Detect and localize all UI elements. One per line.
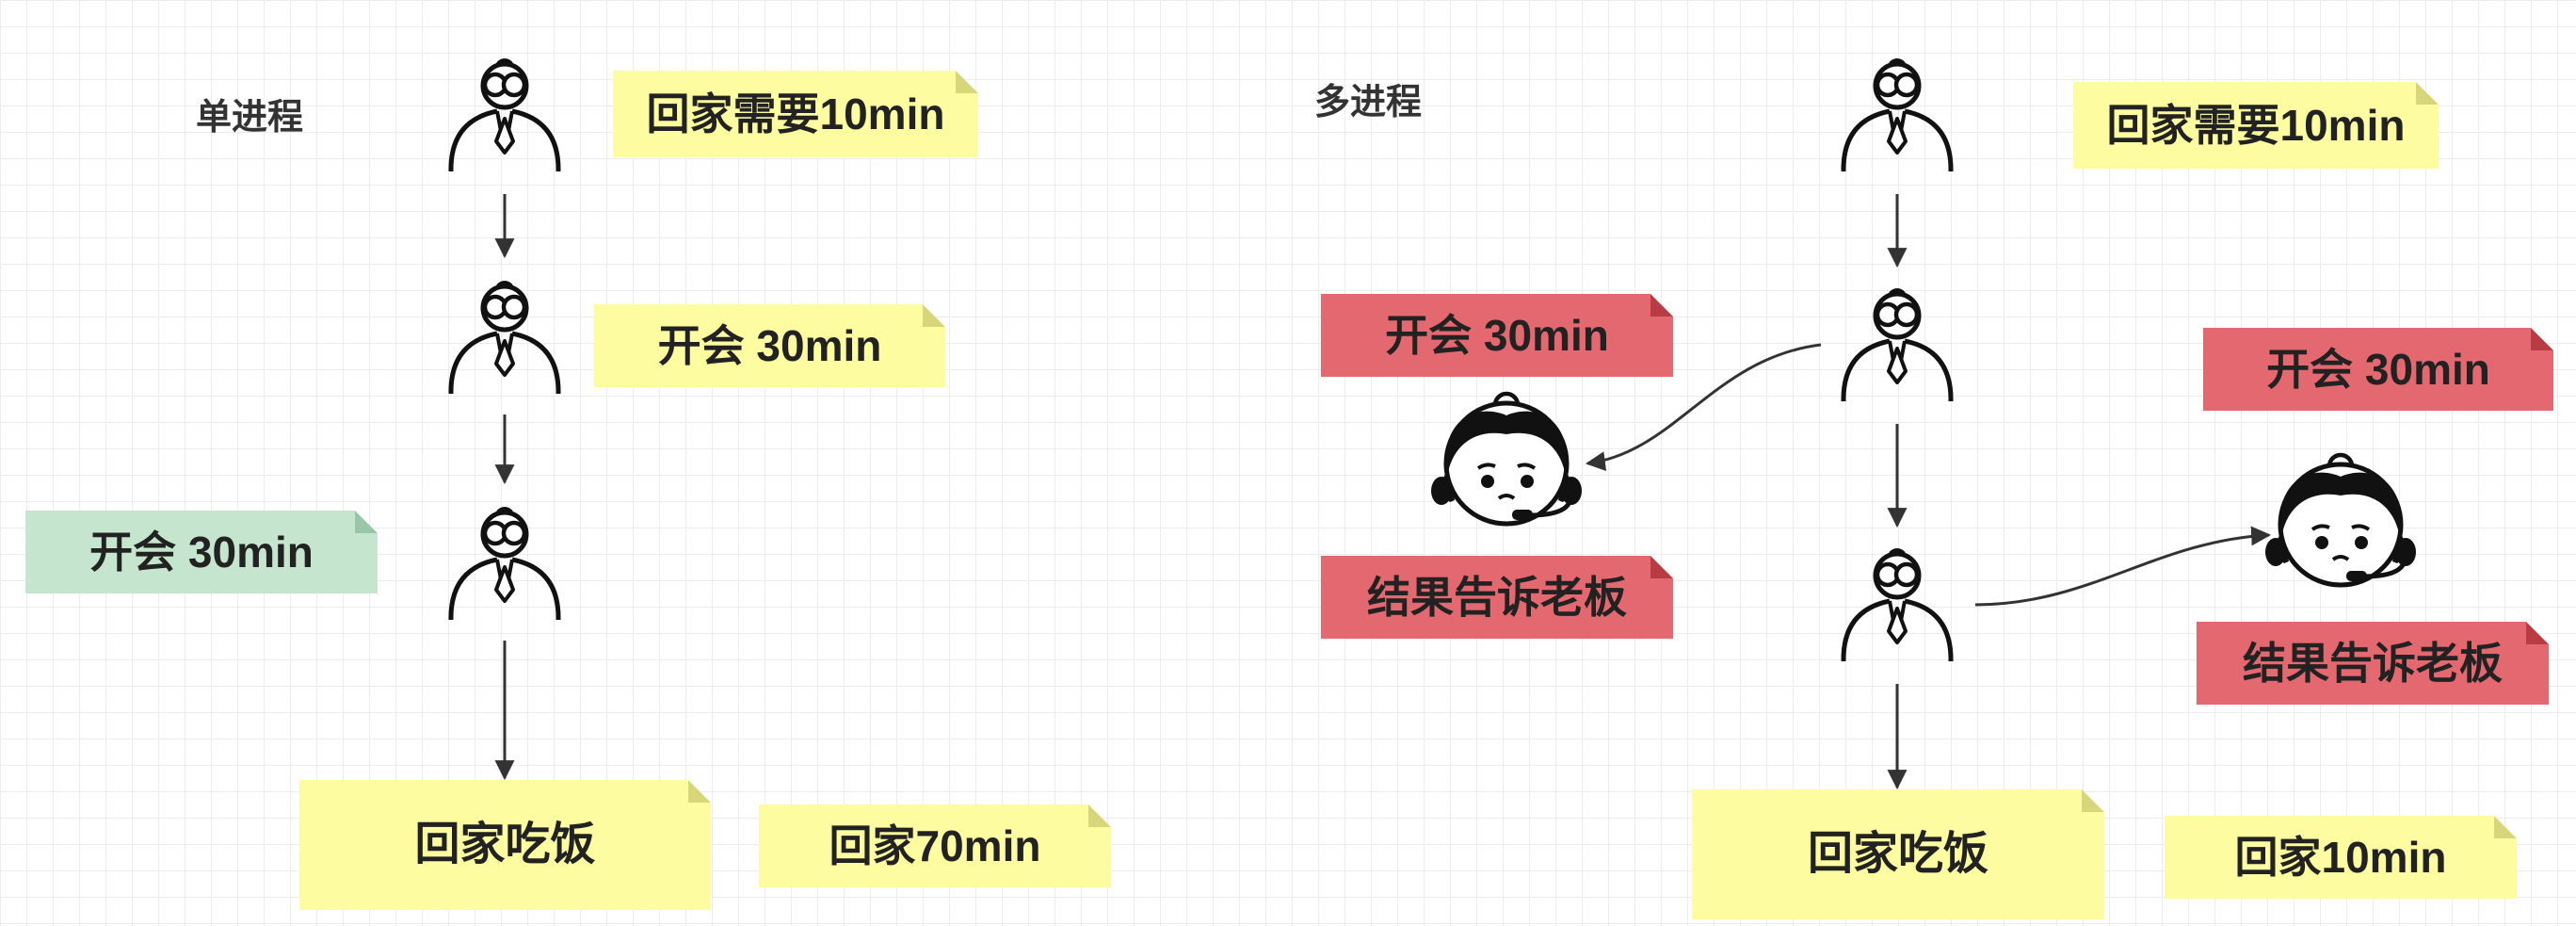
note-text: 回家需要10min [2106, 101, 2406, 150]
boss-icon [451, 510, 558, 621]
note-text: 结果告诉老板 [1367, 573, 1627, 622]
delegate-arrow [1974, 526, 2272, 607]
sticky-note: 回家10min [2165, 816, 2517, 899]
single-process-title: 单进程 [196, 98, 304, 138]
note-text: 开会 30min [2266, 345, 2490, 394]
note-text: 回家70min [829, 821, 1041, 870]
note-text: 开会 30min [657, 321, 882, 370]
sticky-note: 回家需要10min [2073, 82, 2439, 169]
sticky-note: 结果告诉老板 [1321, 556, 1673, 639]
sticky-note: 回家需要10min [613, 71, 978, 157]
boss-icon [1843, 61, 1951, 172]
sticky-note: 回家吃饭 [1692, 789, 2104, 919]
sticky-note: 开会 30min [25, 511, 378, 593]
note-text: 回家10min [2234, 833, 2447, 882]
sticky-note: 开会 30min [1321, 294, 1673, 377]
boss-icon [451, 284, 558, 395]
employee-headset-icon [1431, 394, 1582, 524]
sticky-note: 开会 30min [594, 304, 945, 387]
note-text: 回家需要10min [646, 89, 945, 138]
boss-icon [1843, 551, 1951, 662]
sticky-note: 回家70min [759, 804, 1111, 887]
sticky-note: 开会 30min [2203, 328, 2553, 411]
boss-icon [451, 61, 558, 172]
employee-headset-icon [2265, 455, 2416, 585]
note-text: 回家吃饭 [414, 820, 596, 869]
multi-process-title: 多进程 [1314, 83, 1423, 122]
note-text: 结果告诉老板 [2243, 639, 2503, 688]
sticky-note: 结果告诉老板 [2197, 622, 2549, 705]
sticky-note: 回家吃饭 [299, 780, 711, 910]
boss-icon [1843, 291, 1951, 402]
note-text: 回家吃饭 [1807, 829, 1988, 879]
note-text: 开会 30min [1385, 311, 1609, 360]
note-text: 开会 30min [89, 528, 314, 577]
delegate-arrow [1585, 343, 1822, 472]
